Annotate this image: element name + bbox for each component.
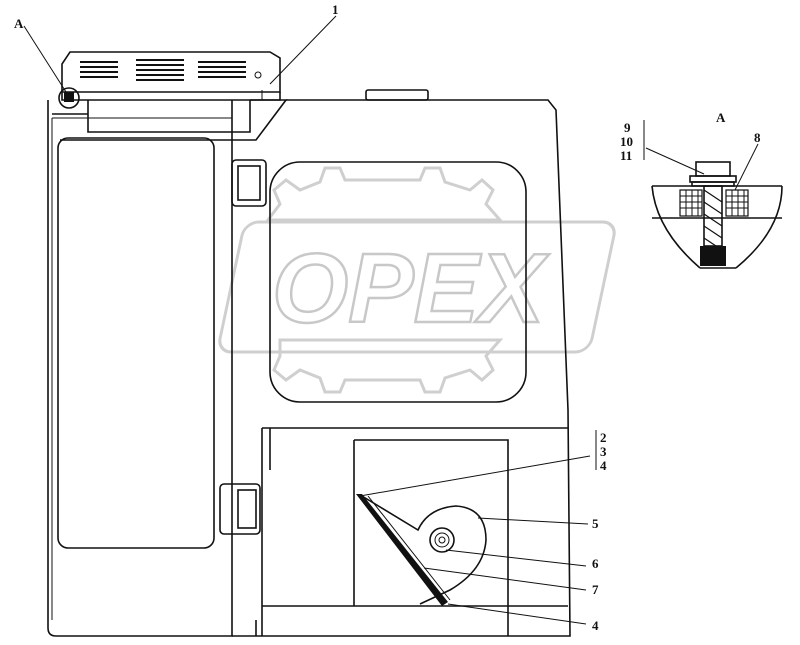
callout-7: 7 bbox=[592, 582, 599, 597]
callout-1: 1 bbox=[332, 2, 339, 17]
callout-8: 8 bbox=[754, 130, 761, 145]
fan-hub bbox=[429, 527, 455, 553]
door-window bbox=[57, 137, 215, 549]
visor-bolt bbox=[254, 71, 262, 79]
callouts: A 1 2 3 4 5 6 7 4 bbox=[14, 2, 607, 633]
roof-hatch bbox=[365, 89, 429, 101]
detail-a-bolt bbox=[64, 92, 74, 102]
lower-compartment bbox=[261, 427, 568, 636]
watermark-gear-icon bbox=[265, 166, 504, 222]
callout-2: 2 bbox=[600, 430, 607, 445]
watermark-gear-lower-icon bbox=[272, 338, 504, 394]
hinge-upper bbox=[231, 159, 267, 207]
callout-6: 6 bbox=[592, 556, 599, 571]
roof-visor bbox=[52, 51, 288, 141]
watermark: OPEX bbox=[218, 166, 616, 394]
fan-assembly bbox=[356, 494, 487, 606]
door-hinges bbox=[219, 159, 267, 535]
callout-view-a: A bbox=[14, 16, 24, 31]
hinge-lower bbox=[219, 483, 261, 535]
cab-side-panel bbox=[232, 89, 571, 637]
callout-9: 9 bbox=[624, 120, 631, 135]
callout-11: 11 bbox=[620, 148, 632, 163]
visor-vent-slots bbox=[80, 59, 246, 81]
callout-4-upper: 4 bbox=[600, 458, 607, 473]
callout-4-lower: 4 bbox=[592, 618, 599, 633]
watermark-banner bbox=[218, 220, 616, 354]
side-window bbox=[269, 161, 527, 403]
fan-bracket bbox=[356, 494, 448, 606]
callout-3: 3 bbox=[600, 444, 607, 459]
callout-10: 10 bbox=[620, 134, 633, 149]
leader-lines bbox=[23, 15, 645, 625]
watermark-text: OPEX bbox=[272, 233, 550, 343]
callout-5: 5 bbox=[592, 516, 599, 531]
cab-door bbox=[47, 100, 233, 637]
detail-a-title: A bbox=[716, 110, 726, 125]
detail-view-a: A 9 10 11 8 bbox=[620, 110, 783, 269]
detail-a-marker bbox=[58, 87, 80, 109]
